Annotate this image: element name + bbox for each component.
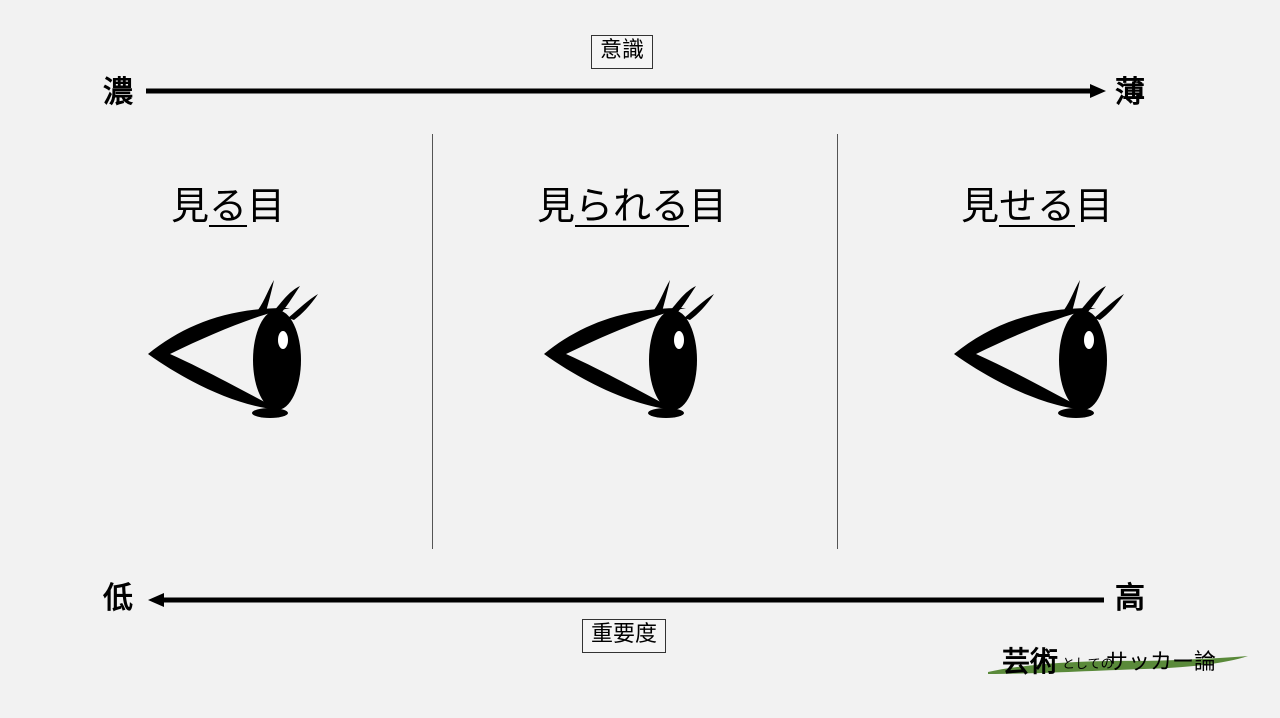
eye-icon: [954, 280, 1124, 418]
bottom-axis-caption: 重要度: [582, 619, 667, 653]
top-left-label: 濃: [103, 75, 133, 110]
brush-stroke: [988, 656, 1248, 674]
title-suffix: 目: [247, 184, 286, 228]
eye-icon: [148, 280, 318, 418]
column-title-miseru: 見せる目: [961, 184, 1113, 230]
bottom-left-label: 低: [103, 581, 133, 616]
bottom-arrow-head: [148, 593, 164, 607]
top-axis-caption: 意識: [591, 35, 654, 69]
column-divider: [432, 134, 433, 549]
eye-shape: [148, 280, 318, 418]
bottom-right-label: 高: [1115, 581, 1145, 616]
column-title-mirareru: 見られる目: [537, 184, 727, 230]
top-arrow-head: [1090, 84, 1106, 98]
logo-text-small: としての: [1062, 657, 1114, 672]
eye-shape: [954, 280, 1124, 418]
title-prefix: 見: [536, 184, 575, 228]
column-title-miru: 見る目: [171, 184, 285, 230]
title-prefix: 見: [960, 184, 999, 228]
eye-icon: [544, 280, 714, 418]
eye-shape: [544, 280, 714, 418]
title-suffix: 目: [1075, 184, 1114, 228]
column-divider: [837, 134, 838, 549]
title-suffix: 目: [689, 184, 728, 228]
title-underlined: る: [208, 184, 248, 228]
top-right-label: 薄: [1115, 75, 1145, 110]
title-underlined: られる: [574, 184, 690, 228]
brand-logo: 芸術 としての サッカー論: [984, 644, 1252, 684]
title-underlined: せる: [998, 184, 1076, 228]
logo-text-big: 芸術: [1002, 645, 1059, 678]
title-prefix: 見: [170, 184, 209, 228]
logo-text-mid: サッカー論: [1106, 650, 1217, 675]
